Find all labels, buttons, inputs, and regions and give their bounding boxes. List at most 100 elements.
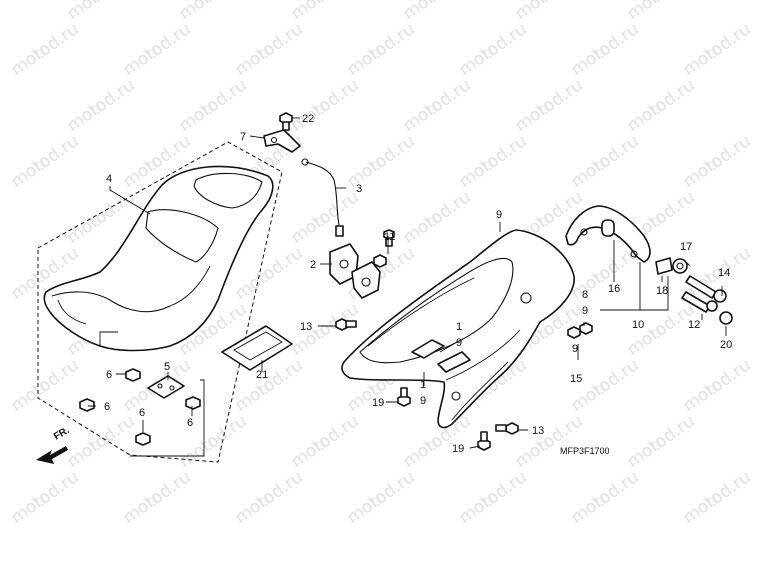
watermark-text: motod.ru [455, 19, 530, 80]
watermark-text: motod.ru [399, 411, 474, 472]
seat-cable-part[interactable] [301, 158, 344, 237]
callout-5: 5 [164, 361, 170, 373]
bolt-part-22[interactable] [279, 112, 293, 131]
seat-part[interactable] [43, 165, 274, 352]
seat-lock-part[interactable] [329, 243, 387, 299]
watermark-text: motod.ru [623, 0, 698, 24]
watermark-text: motod.ru [7, 355, 82, 416]
watermark-text: motod.ru [287, 411, 362, 472]
callout-2: 2 [310, 259, 316, 271]
watermark-text: motod.ru [63, 75, 138, 136]
callout-21: 21 [256, 369, 268, 381]
callout-15: 15 [570, 373, 582, 385]
callout-18: 18 [656, 285, 668, 297]
callout-3: 3 [356, 183, 362, 195]
watermark-text: motod.ru [511, 75, 586, 136]
callout-13-b: 13 [532, 425, 544, 437]
watermark-text: motod.ru [679, 355, 754, 416]
watermark-text: motod.ru [7, 131, 82, 192]
callout-6-d: 6 [187, 417, 193, 429]
callout-9-a: 9 [582, 305, 588, 317]
callout-12: 12 [688, 319, 700, 331]
callout-1: 1 [456, 321, 462, 333]
watermark-text: motod.ru [175, 75, 250, 136]
callout-1-b: 1 [420, 379, 426, 391]
watermark-text: motod.ru [231, 243, 306, 304]
watermark-text: motod.ru [623, 75, 698, 136]
watermark-text: motod.ru [231, 467, 306, 528]
label-sticker-part[interactable] [411, 339, 471, 373]
watermark-text: motod.ru [63, 411, 138, 472]
watermark-text: motod.ru [231, 19, 306, 80]
latch-bracket-part[interactable] [263, 129, 301, 153]
collar-part-16[interactable] [601, 219, 615, 237]
watermark-text: motod.ru [343, 467, 418, 528]
callout-9-top: 9 [496, 209, 502, 221]
diagram-code: MFP3F1700 [560, 446, 610, 456]
watermark-text: motod.ru [119, 19, 194, 80]
watermark-text: motod.ru [567, 355, 642, 416]
callout-6-c: 6 [139, 407, 145, 419]
front-marker-label: FR. [52, 425, 72, 443]
callout-9-d: 9 [572, 343, 578, 355]
callout-4: 4 [106, 173, 112, 185]
watermark-text: motod.ru [63, 0, 138, 24]
watermark-text: motod.ru [7, 467, 82, 528]
callout-8: 8 [582, 289, 588, 301]
callout-9-c: 9 [420, 395, 426, 407]
bolt-part-14[interactable] [685, 275, 727, 303]
callout-13-a: 13 [300, 321, 312, 333]
bolt-part-12[interactable] [681, 291, 718, 313]
watermark-text: motod.ru [679, 131, 754, 192]
watermark-text: motod.ru [287, 299, 362, 360]
callout-22: 22 [302, 113, 314, 125]
bolt-part-11[interactable] [383, 229, 395, 247]
washer-part-17[interactable] [655, 257, 688, 275]
bracket-part[interactable] [147, 375, 185, 399]
watermark-text: motod.ru [399, 0, 474, 24]
watermark-text: motod.ru [7, 19, 82, 80]
nut-part-6[interactable] [79, 368, 201, 446]
watermark-text: motod.ru [679, 19, 754, 80]
cap-part-20[interactable] [719, 311, 733, 325]
watermark-text: motod.ru [399, 187, 474, 248]
callout-17: 17 [680, 241, 692, 253]
leader-lines [88, 117, 727, 457]
callout-6-b: 6 [104, 401, 110, 413]
callout-19-b: 19 [452, 443, 464, 455]
watermark-text: motod.ru [455, 131, 530, 192]
callout-9-b: 9 [456, 337, 462, 349]
watermark-text: motod.ru [287, 187, 362, 248]
watermark-text: motod.ru [399, 75, 474, 136]
watermark-text: motod.ru [567, 467, 642, 528]
watermark-text: motod.ru [175, 0, 250, 24]
bolt-part-13[interactable] [335, 318, 519, 435]
callout-14: 14 [718, 267, 730, 279]
callouts: 22 7 3 4 11 2 9 8 9 13 1 9 1 9 9 15 5 6 … [104, 113, 732, 455]
callout-16: 16 [608, 283, 620, 295]
grab-rail-part[interactable] [565, 205, 651, 263]
seat-rubber-part[interactable] [221, 325, 293, 371]
watermark-text: motod.ru [287, 75, 362, 136]
watermark-text: motod.ru [623, 411, 698, 472]
callout-11: 11 [384, 231, 395, 243]
callout-7: 7 [240, 131, 246, 143]
watermark-text: motod.ru [343, 19, 418, 80]
watermark-text: motod.ru [679, 467, 754, 528]
rear-cowl-part[interactable] [341, 229, 575, 429]
watermark-text: motod.ru [343, 131, 418, 192]
watermark-text: motod.ru [511, 411, 586, 472]
watermark-text: motod.ru [511, 0, 586, 24]
bolt-part-19[interactable] [397, 387, 491, 451]
callout-20: 20 [720, 339, 732, 351]
watermark-text: motod.ru [119, 467, 194, 528]
callout-6-a: 6 [106, 369, 112, 381]
callout-10: 10 [632, 319, 644, 331]
seat-assembly-outline [37, 141, 283, 463]
watermark-text: motod.ru [567, 131, 642, 192]
watermark-text: motod.ru [567, 19, 642, 80]
nut-part-15[interactable] [567, 326, 581, 339]
watermark-text: motod.ru [455, 467, 530, 528]
nut-part-8[interactable] [579, 322, 593, 335]
